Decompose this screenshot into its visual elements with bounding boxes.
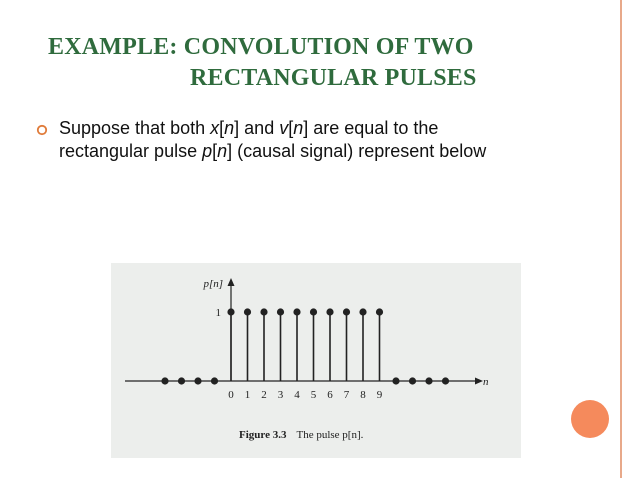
y-axis-label: p[n]	[202, 278, 223, 290]
y-tick-label: 1	[216, 307, 222, 319]
stem-marker	[177, 377, 186, 385]
x-axis-arrow-icon	[475, 377, 483, 385]
stem-marker	[425, 377, 433, 385]
x-tick-label: 2	[261, 389, 267, 401]
x-tick-label: 4	[294, 389, 300, 401]
stem-marker	[210, 377, 219, 385]
stem-marker	[276, 308, 285, 316]
x-tick-label: 9	[377, 389, 383, 401]
y-axis-arrow-icon	[227, 278, 235, 286]
x-tick-label: 6	[327, 389, 333, 401]
stem-marker	[161, 377, 169, 385]
stem-marker	[260, 308, 268, 316]
caption-text: The pulse p[n].	[296, 429, 363, 441]
stem-marker	[392, 377, 400, 385]
x-tick-label: 0	[228, 389, 234, 401]
decorative-orange-circle	[571, 400, 609, 438]
title-line-1: EXAMPLE: CONVOLUTION OF TWO	[48, 34, 474, 60]
title-line-2: RECTANGULAR PULSES	[190, 65, 477, 91]
x-tick-label: 1	[245, 389, 251, 401]
stem-marker	[194, 377, 202, 385]
x-tick-label: 3	[278, 389, 284, 401]
stem-marker	[375, 308, 384, 316]
stem-marker	[227, 308, 235, 316]
x-axis-label: n	[483, 376, 489, 388]
stem-marker	[441, 377, 450, 385]
caption-label: Figure 3.3	[239, 429, 287, 441]
x-tick-label: 5	[311, 389, 317, 401]
stem-marker	[342, 308, 351, 316]
figure-caption: Figure 3.3 The pulse p[n].	[239, 429, 364, 441]
stem-marker	[359, 308, 367, 316]
x-tick-label: 7	[344, 389, 350, 401]
slide-title: EXAMPLE: CONVOLUTION OF TWO RECTANGULAR …	[0, 32, 590, 94]
stem-marker	[243, 308, 252, 316]
stem-marker	[408, 377, 417, 385]
slide-frame-line	[620, 0, 622, 478]
bullet-text: Suppose that both x[n] and v[n] are equa…	[59, 118, 487, 161]
stem-marker	[309, 308, 318, 316]
stem-marker	[293, 308, 301, 316]
hollow-circle-bullet-icon	[36, 124, 48, 136]
x-tick-label: 8	[360, 389, 366, 401]
stem-marker	[326, 308, 334, 316]
